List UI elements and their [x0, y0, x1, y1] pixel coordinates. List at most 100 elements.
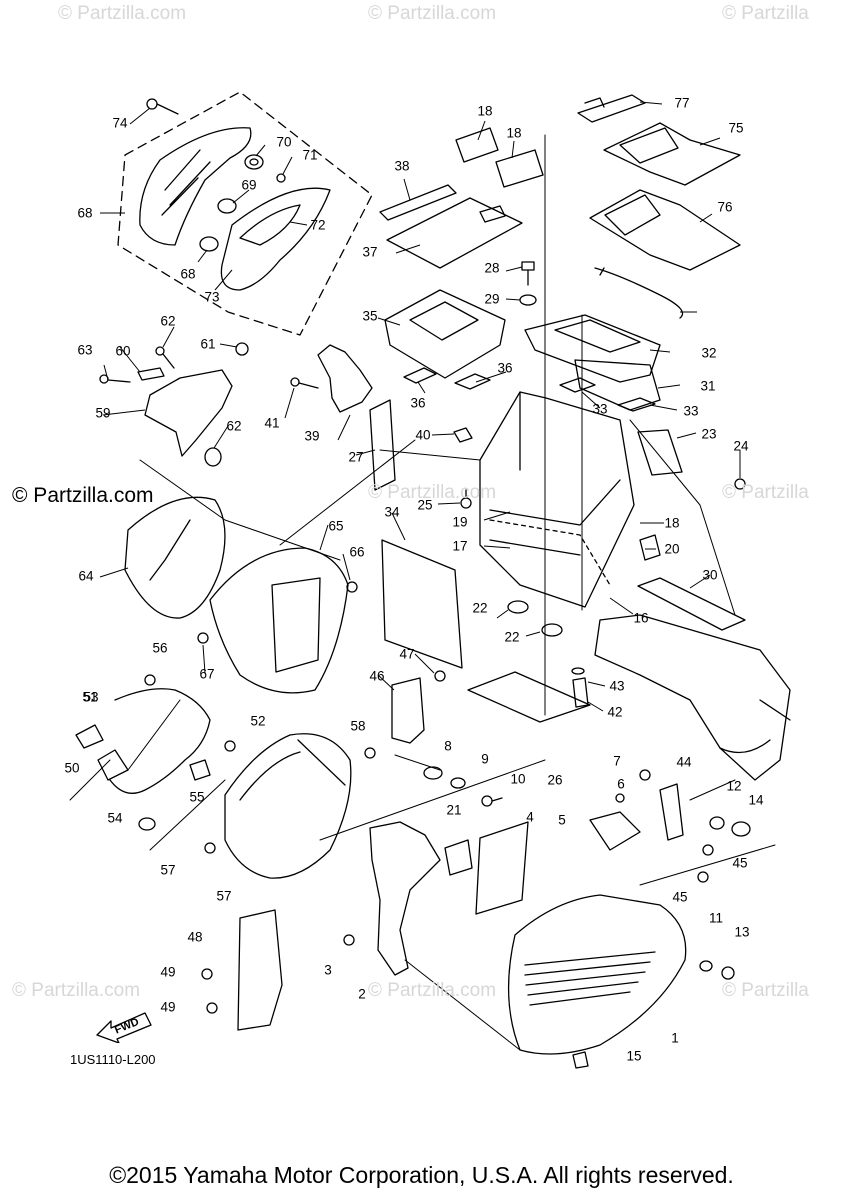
- part-65-screw: [346, 581, 358, 593]
- part-37-plate: [386, 197, 523, 269]
- watermark-mid-center: © Partzilla.com: [368, 482, 497, 503]
- part-34-pad: [381, 539, 463, 669]
- callout-number: 24: [733, 438, 749, 454]
- part-48-bracket: [237, 909, 283, 1031]
- part-30-plate: [637, 577, 746, 631]
- watermark-top-left: © Partzilla.com: [58, 3, 187, 24]
- callout-number: 49: [160, 999, 176, 1015]
- callout-number: 5: [558, 812, 566, 828]
- part-28-bolt: [521, 261, 535, 286]
- part-44-bracket: [659, 783, 684, 841]
- part-56-cover: [224, 733, 352, 879]
- callout-number: 17: [452, 538, 468, 554]
- part-45-bolt-a: [702, 844, 714, 856]
- part-32-box: [524, 314, 661, 383]
- callout-number: 23: [701, 426, 717, 442]
- part-52-clip: [75, 724, 104, 749]
- part-29-collar: [519, 294, 537, 306]
- watermark-bottom-left: © Partzilla.com: [12, 980, 141, 1001]
- callout-number: 30: [702, 567, 718, 583]
- callout-number: 67: [199, 666, 215, 682]
- callout-number: 76: [717, 199, 733, 215]
- callout-number: 72: [310, 217, 326, 233]
- callout-number: 73: [204, 289, 220, 305]
- callout-number: 33: [683, 403, 699, 419]
- part-33-pad-a: [559, 377, 596, 393]
- callout-number: 7: [613, 753, 621, 769]
- callout-number: 1: [671, 1030, 679, 1046]
- part-22-grommet-a: [507, 600, 529, 614]
- callout-number: 36: [497, 360, 513, 376]
- callout-number: 38: [394, 158, 410, 174]
- part-67-guard: [139, 127, 252, 246]
- watermark-main: © Partzilla.com: [12, 484, 154, 507]
- watermark-bottom-right: © Partzilla: [722, 980, 809, 1001]
- callout-number: 14: [748, 792, 764, 808]
- callout-number: 50: [64, 760, 80, 776]
- part-46-bracket: [391, 677, 425, 744]
- part-5-switch: [589, 811, 641, 851]
- callout-number: 46: [369, 668, 385, 684]
- callout-number: 34: [384, 504, 400, 520]
- part-57-screw-b: [204, 842, 216, 854]
- callout-number: 66: [349, 544, 365, 560]
- callout-number: 42: [607, 704, 623, 720]
- callout-number: 18: [477, 103, 493, 119]
- part-25-screw: [460, 489, 472, 509]
- part-61-grommet: [204, 447, 222, 467]
- callout-number: 48: [187, 929, 203, 945]
- fwd-arrow-icon: FWD: [96, 1012, 152, 1043]
- callout-number: 12: [726, 778, 742, 794]
- part-3-bolt: [343, 934, 355, 946]
- part-58-bracket: [144, 369, 233, 457]
- copyright: ©2015 Yamaha Motor Corporation, U.S.A. A…: [109, 1162, 734, 1188]
- callout-number: 31: [700, 378, 716, 394]
- part-18-label-a: [455, 127, 499, 163]
- callout-number: 29: [484, 291, 500, 307]
- watermark-top-center: © Partzilla.com: [368, 3, 497, 24]
- callout-number: 27: [348, 449, 364, 465]
- part-72-cover: [220, 187, 331, 291]
- callout-number: 62: [226, 418, 242, 434]
- callout-number: 11: [708, 910, 724, 926]
- callout-number: 70: [276, 134, 292, 150]
- part-74-pouch: [603, 122, 741, 186]
- callout-number: 59: [95, 405, 111, 421]
- watermark-mid-right: © Partzilla: [722, 482, 809, 503]
- callout-number: 36: [410, 395, 426, 411]
- part-10-bolt: [481, 795, 503, 807]
- part-62-bolt-a: [99, 374, 131, 384]
- callout-number: 15: [626, 1048, 642, 1064]
- callout-number: 58: [350, 718, 366, 734]
- part-36-pad-b: [454, 373, 491, 390]
- part-wiring-harness: [109, 688, 211, 794]
- part-69-grommet: [244, 154, 264, 170]
- assembly-lines: [69, 134, 776, 1051]
- callout-number: 61: [200, 336, 216, 352]
- callout-number: 18: [506, 125, 522, 141]
- callout-number: 21: [446, 802, 462, 818]
- callout-number: 52: [250, 713, 266, 729]
- frame: [594, 614, 791, 781]
- part-18-label-b: [495, 149, 544, 188]
- callout-number: 35: [362, 308, 378, 324]
- part-70-screw: [276, 173, 286, 183]
- part-26-pad: [467, 671, 591, 723]
- callout-number: 16: [633, 610, 649, 626]
- part-71-seal: [239, 204, 301, 246]
- callout-number: 39: [304, 428, 320, 444]
- part-31-cover: [574, 359, 661, 411]
- part-54-clip: [189, 759, 211, 781]
- part-39-bracket: [317, 344, 373, 413]
- part-2-bracket: [369, 821, 441, 976]
- callout-number: 18: [664, 515, 680, 531]
- part-51-screw: [224, 740, 236, 752]
- part-60-bolt: [235, 342, 249, 356]
- part-40-clip: [453, 427, 473, 443]
- callout-number: 33: [592, 401, 608, 417]
- part-27-strip: [369, 399, 396, 491]
- part-62-bolt-b: [155, 346, 175, 369]
- part-41-pin: [290, 377, 319, 389]
- callout-number: 54: [107, 810, 123, 826]
